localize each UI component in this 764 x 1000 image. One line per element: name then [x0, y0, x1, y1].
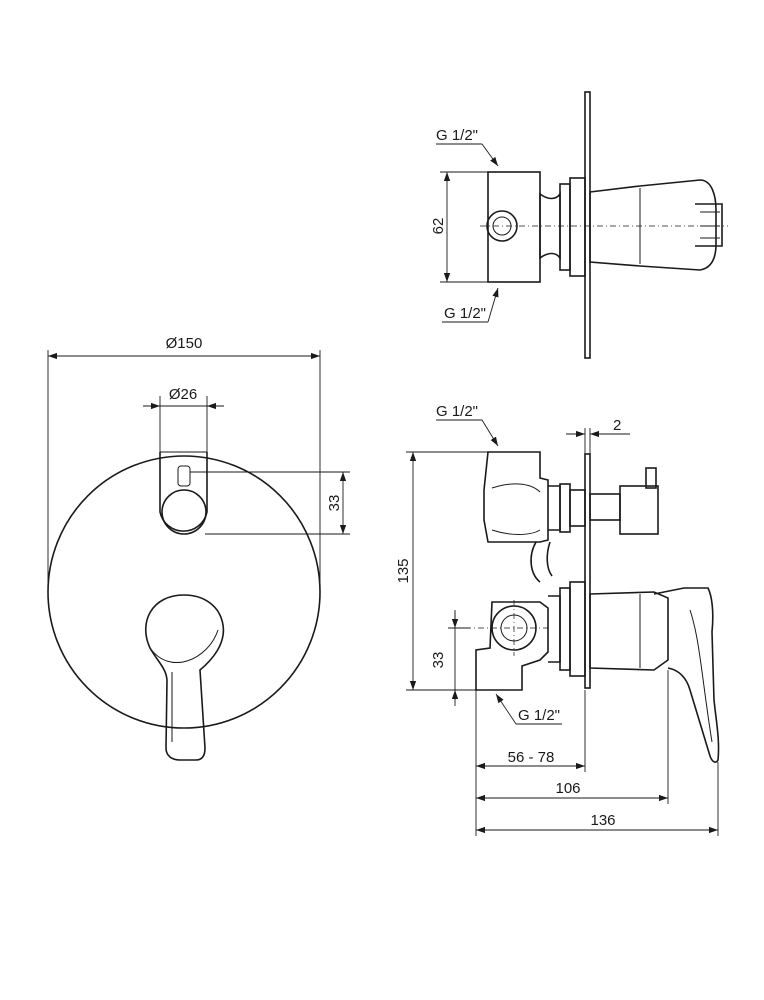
diverter-body — [619, 485, 659, 535]
dim-label-top-height: 62 — [430, 218, 447, 235]
top-view: 62 G 1/2" G 1/2" — [430, 91, 728, 359]
connecting-pipe — [530, 541, 553, 583]
diverter-stub-top — [695, 203, 723, 247]
dim-label-lower-offset: 33 — [430, 652, 447, 669]
flange-top-2 — [569, 177, 586, 277]
flange-side-lower-1 — [559, 587, 571, 671]
leader-side-upper — [481, 419, 499, 447]
valve-body-upper — [483, 451, 549, 543]
lever-handle — [145, 594, 225, 761]
diverter-pin — [645, 467, 657, 489]
dim-label-diameter-26: Ø26 — [169, 386, 197, 403]
dim-label-side-height: 135 — [395, 558, 412, 583]
dim-label-depth-range: 56 - 78 — [508, 749, 555, 766]
leader-top-upper — [481, 143, 499, 167]
valve-body-top — [487, 171, 541, 283]
body-neck-upper — [548, 485, 561, 531]
body-upper-contours — [491, 483, 541, 535]
dim-label-plate-thickness: 2 — [613, 417, 621, 434]
side-view: 135 33 2 G 1/2" G 1/2" 56 - 78 106 — [395, 403, 720, 836]
front-view: Ø150 Ø26 33 — [47, 335, 350, 761]
leader-side-lower — [495, 693, 517, 725]
thread-label-side-upper: G 1/2" — [436, 403, 478, 420]
diverter-collar — [589, 493, 621, 521]
lever-side — [653, 587, 720, 763]
body-neck-lower — [548, 595, 561, 663]
flange-side-upper-2 — [569, 489, 586, 527]
leader-top-lower — [487, 287, 499, 323]
cartridge-housing-side — [589, 591, 669, 671]
thread-label-top-upper: G 1/2" — [436, 127, 478, 144]
diverter-knob — [159, 452, 208, 532]
valve-body-lower — [475, 601, 549, 691]
diverter-knob-stem — [177, 465, 191, 487]
dim-label-knob-offset: 33 — [326, 495, 343, 512]
top-port-outer — [486, 210, 518, 242]
flange-side-lower-2 — [569, 581, 586, 677]
cover-plate-outline — [47, 455, 321, 729]
cartridge-housing-top — [589, 179, 717, 271]
thread-label-top-lower: G 1/2" — [444, 305, 486, 322]
thread-label-side-lower: G 1/2" — [518, 707, 560, 724]
dim-label-depth-total: 136 — [590, 812, 615, 829]
flange-side-upper-1 — [559, 483, 571, 533]
lever-side-edge — [689, 609, 713, 743]
wall-plate-side — [584, 453, 591, 689]
dim-label-diameter-150: Ø150 — [166, 335, 203, 352]
flange-top-1 — [559, 183, 571, 271]
lever-hub-edge — [149, 629, 219, 664]
dim-label-depth-mid: 106 — [555, 780, 580, 797]
diverter-knob-tip — [161, 489, 207, 535]
